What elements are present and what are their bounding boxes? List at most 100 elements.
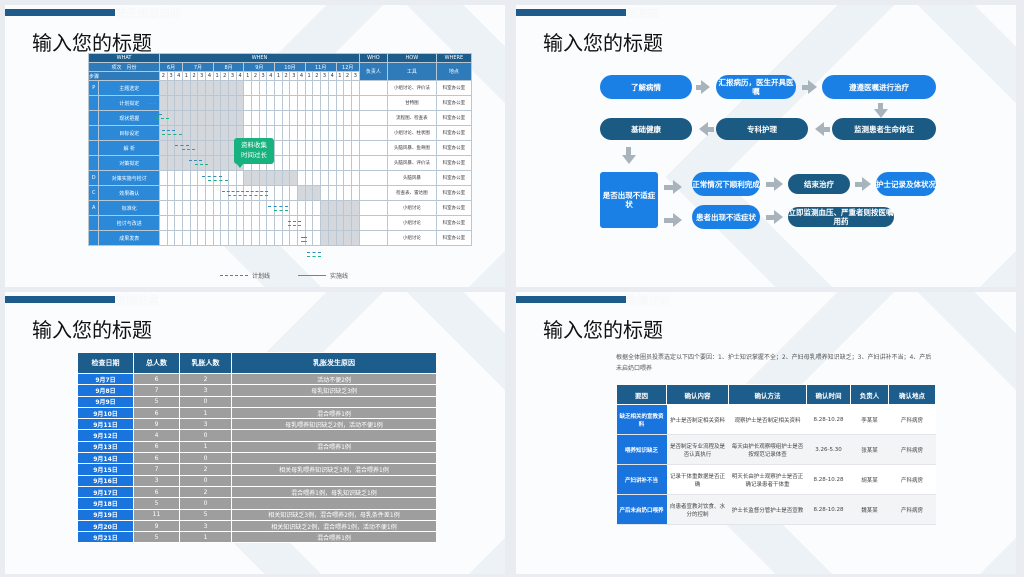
gantt-cell bbox=[343, 80, 352, 96]
gantt-cell bbox=[350, 170, 360, 186]
week-header: 3 bbox=[289, 71, 299, 81]
node-monitor[interactable]: 监测患者生命体征 bbox=[832, 118, 936, 140]
gantt-cell bbox=[335, 80, 345, 96]
gantt-cell bbox=[297, 95, 306, 111]
node-decision[interactable]: 是否出现不适症状 bbox=[600, 172, 658, 228]
gantt-cell bbox=[304, 110, 314, 126]
gantt-cell bbox=[274, 110, 283, 126]
gantt-cell bbox=[189, 170, 199, 186]
data-cell: 6 bbox=[133, 452, 180, 465]
node-understand[interactable]: 了解病情 bbox=[600, 75, 692, 99]
node-treat[interactable]: 遵遵医嘱进行治疗 bbox=[822, 75, 936, 99]
gantt-cell bbox=[297, 155, 306, 171]
data-cell: 9 bbox=[133, 418, 180, 431]
node-report[interactable]: 汇报病历，医生开具医嘱 bbox=[716, 75, 796, 99]
phase-cell bbox=[87, 230, 100, 246]
gantt-cell bbox=[251, 80, 260, 96]
gantt-cell bbox=[182, 125, 191, 141]
gantt-cell bbox=[182, 80, 191, 96]
gantt-cell bbox=[189, 185, 199, 201]
plan-line bbox=[267, 206, 288, 208]
node-normal[interactable]: 正常情况下顺利完成 bbox=[692, 172, 760, 196]
gantt-cell bbox=[289, 185, 299, 201]
gantt-cell bbox=[251, 170, 260, 186]
gantt-cell bbox=[289, 95, 299, 111]
data-cell: 记录干体重数据是否正确 bbox=[666, 464, 729, 495]
node-emergency[interactable]: 立即监测血压、严重者则按医嘱用药 bbox=[788, 207, 894, 227]
gantt-cell bbox=[289, 125, 299, 141]
slide-title[interactable]: 输入您的标题 bbox=[32, 31, 152, 55]
gantt-cell bbox=[327, 200, 337, 216]
gantt-cell bbox=[312, 230, 322, 246]
gantt-cell bbox=[335, 200, 345, 216]
node-record[interactable]: 护士记录及体状况 bbox=[876, 172, 936, 196]
slide-title[interactable]: 输入您的标题 bbox=[32, 318, 152, 342]
arrow-down-icon bbox=[622, 155, 636, 164]
gantt-cell bbox=[228, 215, 237, 231]
table-header: 乳胀人数 bbox=[179, 352, 232, 374]
gantt-row: 检讨与改进小组讨论科室办公室 bbox=[87, 215, 473, 231]
date-cell: 9月13日 bbox=[77, 440, 134, 454]
gantt-cell bbox=[297, 125, 306, 141]
gantt-cell bbox=[243, 215, 253, 231]
node-basic-health[interactable]: 基础健康 bbox=[600, 118, 692, 140]
table-header: 确认时间 bbox=[806, 384, 851, 405]
data-cell: 8.28-10.28 bbox=[806, 464, 851, 495]
gantt-cell bbox=[327, 125, 337, 141]
node-discomfort[interactable]: 患者出现不适症状 bbox=[692, 205, 760, 229]
step-cell: 成果发表 bbox=[98, 230, 161, 246]
gantt-cell bbox=[189, 215, 199, 231]
node-end[interactable]: 结束治疗 bbox=[788, 174, 850, 194]
node-specialist[interactable]: 专科护理 bbox=[716, 118, 808, 140]
gantt-cell bbox=[281, 140, 291, 156]
gantt-cell bbox=[320, 200, 329, 216]
week-header: 2 bbox=[312, 71, 322, 81]
gantt-cell bbox=[289, 215, 299, 231]
table-header: 负责人 bbox=[850, 384, 889, 405]
gantt-cell bbox=[243, 95, 253, 111]
gantt-cell bbox=[197, 230, 207, 246]
header-when: WHEN bbox=[159, 53, 360, 63]
gantt-cell bbox=[350, 80, 360, 96]
data-cell: 0 bbox=[179, 474, 232, 487]
slide-title[interactable]: 输入您的标题 bbox=[543, 318, 663, 342]
slide-title[interactable]: 输入您的标题 bbox=[543, 31, 663, 55]
how-cell: 小组讨论、评价法 bbox=[386, 80, 437, 96]
gantt-cell bbox=[335, 230, 345, 246]
gantt-cell bbox=[205, 200, 214, 216]
slide-analysis[interactable]: 数据分析 输入您的标题 根据全体圈员投票选定以下四个要因：1、护士知识掌握不全；… bbox=[516, 292, 1016, 574]
header-how: HOW bbox=[386, 53, 437, 63]
actual-line bbox=[228, 194, 268, 196]
plan-line bbox=[149, 99, 156, 100]
gantt-cell bbox=[166, 80, 176, 96]
data-cell: 向患者宣教对饮食、水分的控制 bbox=[666, 494, 729, 525]
gantt-cell bbox=[327, 230, 337, 246]
data-cell: 2 bbox=[179, 485, 232, 499]
gantt-cell bbox=[281, 215, 291, 231]
week-header: 2 bbox=[220, 71, 230, 81]
gantt-cell bbox=[304, 185, 314, 201]
gantt-cell bbox=[235, 95, 245, 111]
week-header: 4 bbox=[174, 71, 184, 81]
gantt-cell bbox=[281, 155, 291, 171]
data-cell: 7 bbox=[133, 384, 180, 397]
where-cell: 科室办公室 bbox=[435, 200, 473, 216]
month-header: 7月 bbox=[182, 62, 214, 72]
date-cell: 9月18日 bbox=[77, 497, 134, 510]
where-cell: 科室办公室 bbox=[435, 215, 473, 231]
gantt-cell bbox=[197, 80, 207, 96]
arrow-right-icon bbox=[673, 213, 682, 227]
slide-flowchart[interactable]: 流程图 输入您的标题 了解病情 汇报病历，医生开具医嘱 遵遵医嘱进行治疗 基础健… bbox=[516, 5, 1016, 287]
gantt-cell bbox=[327, 80, 337, 96]
gantt-cell bbox=[266, 80, 276, 96]
gantt-cell bbox=[205, 155, 214, 171]
how-cell: 小组讨论 bbox=[386, 230, 437, 246]
gantt-cell bbox=[320, 155, 329, 171]
gantt-cell bbox=[235, 80, 245, 96]
